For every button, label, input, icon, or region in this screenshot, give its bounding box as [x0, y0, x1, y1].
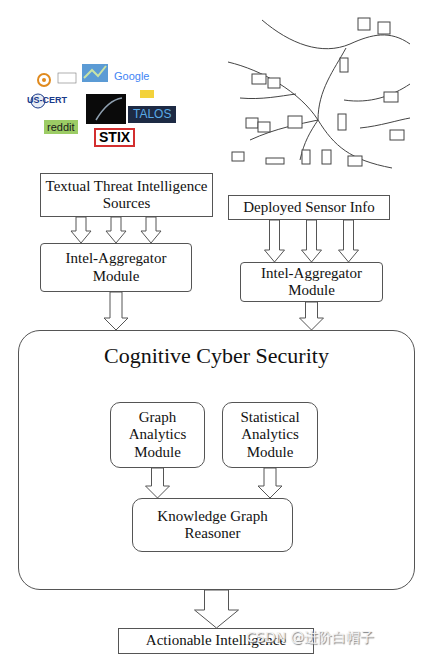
device-icon [358, 18, 370, 30]
process-box: Deployed Sensor Info [228, 195, 390, 220]
network-link [344, 84, 410, 101]
box-label: Graph Analytics Module [111, 409, 204, 461]
container-title: Cognitive Cyber Security [100, 343, 333, 368]
logo-text: STIX [94, 128, 135, 147]
network-link [240, 94, 296, 99]
device-icon [322, 150, 331, 164]
device-icon [302, 150, 310, 164]
flow-arrow [265, 220, 359, 262]
box-label: Intel-Aggregator Module [241, 265, 382, 300]
flow-arrow [104, 292, 128, 330]
network-link [262, 20, 410, 49]
flower-logo [38, 74, 50, 86]
logo-text: reddit [44, 120, 78, 134]
logo-text: US-CERT [27, 96, 67, 106]
device-icon [378, 22, 390, 34]
flow-arrow [300, 302, 324, 330]
device-icon [252, 74, 266, 84]
box-label: Deployed Sensor Info [239, 199, 379, 216]
map-logo [84, 66, 106, 78]
sensor-network [228, 18, 410, 168]
network-link [360, 118, 410, 128]
map-logo [82, 64, 108, 82]
box-label: Textual Threat Intelligence Sources [41, 178, 212, 213]
box-label: Statistical Analytics Module [223, 409, 317, 461]
small-logo [58, 73, 76, 83]
flower-logo [42, 78, 46, 82]
box-label: Knowledge Graph Reasoner [133, 508, 292, 543]
process-box: Knowledge Graph Reasoner [132, 498, 293, 552]
device-icon [246, 118, 258, 128]
network-link [228, 62, 392, 168]
watermark: CSDN @进阶白帽子 [246, 630, 374, 645]
flow-arrow [71, 217, 161, 243]
process-box: Intel-Aggregator Module [40, 243, 192, 292]
dark-image-logo [96, 98, 122, 120]
dark-image-logo [86, 94, 126, 124]
logo-text: TALOS [128, 106, 176, 123]
process-box: Textual Threat Intelligence Sources [40, 173, 213, 217]
system-container: Cognitive Cyber SecurityGraph Analytics … [18, 330, 415, 590]
device-icon [258, 122, 270, 132]
logo-text: Google [114, 70, 149, 82]
process-box: Graph Analytics Module [110, 402, 205, 468]
small-logo [140, 90, 154, 98]
process-box: Intel-Aggregator Module [240, 262, 383, 302]
device-icon [268, 78, 280, 88]
device-icon [384, 92, 398, 102]
device-icon [266, 158, 284, 164]
box-label: Intel-Aggregator Module [41, 250, 191, 285]
process-box: Statistical Analytics Module [222, 402, 318, 468]
device-icon [338, 114, 346, 130]
device-icon [348, 156, 362, 166]
flow-arrow [195, 590, 239, 628]
device-icon [390, 130, 404, 140]
device-icon [288, 116, 302, 128]
device-icon [232, 152, 244, 161]
device-icon [340, 58, 348, 72]
